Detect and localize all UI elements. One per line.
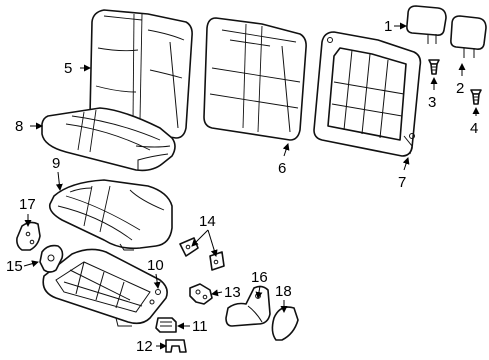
seat-back-pad-part[interactable] [203,17,307,141]
callout-11: 11 [192,318,208,335]
headrest-part-1[interactable] [406,5,447,44]
seat-cushion-pad-part[interactable] [48,179,173,251]
callout-5: 5 [64,60,72,77]
callout-7: 7 [398,174,406,191]
clip-part-12[interactable] [165,339,187,353]
callout-14: 14 [199,213,216,230]
callout-4: 4 [470,120,478,137]
callout-labels: 1 2 3 4 5 6 7 8 9 10 11 12 13 14 15 16 1… [6,18,478,355]
bracket-part-14a[interactable] [179,237,199,257]
seat-back-cover-part[interactable] [89,9,193,139]
trim-cover-part-15[interactable] [39,244,64,273]
bracket-part-14b[interactable] [209,251,225,271]
hinge-bracket-part-13[interactable] [189,283,213,305]
callout-2: 2 [456,80,464,97]
bracket-part-11[interactable] [155,317,177,333]
cover-part-18[interactable] [271,306,299,341]
callout-13: 13 [224,284,241,301]
callout-17: 17 [19,196,36,213]
callout-18: 18 [275,283,292,300]
callout-6: 6 [278,160,286,177]
callout-8: 8 [15,118,23,135]
callout-16: 16 [251,269,268,286]
callout-9: 9 [52,155,60,172]
callout-15: 15 [6,258,23,275]
seat-cushion-frame-part[interactable] [42,248,168,327]
seat-back-frame-part[interactable] [313,31,422,157]
headrest-part-2[interactable] [450,15,487,58]
headrest-guide-part-4[interactable] [470,89,482,105]
callout-1: 1 [384,18,392,35]
leader-lines [23,22,480,350]
callout-10: 10 [147,257,164,274]
callout-3: 3 [428,94,436,111]
headrest-guide-part-3[interactable] [428,59,440,75]
callout-12: 12 [136,338,153,355]
side-trim-part-17[interactable] [16,221,41,251]
